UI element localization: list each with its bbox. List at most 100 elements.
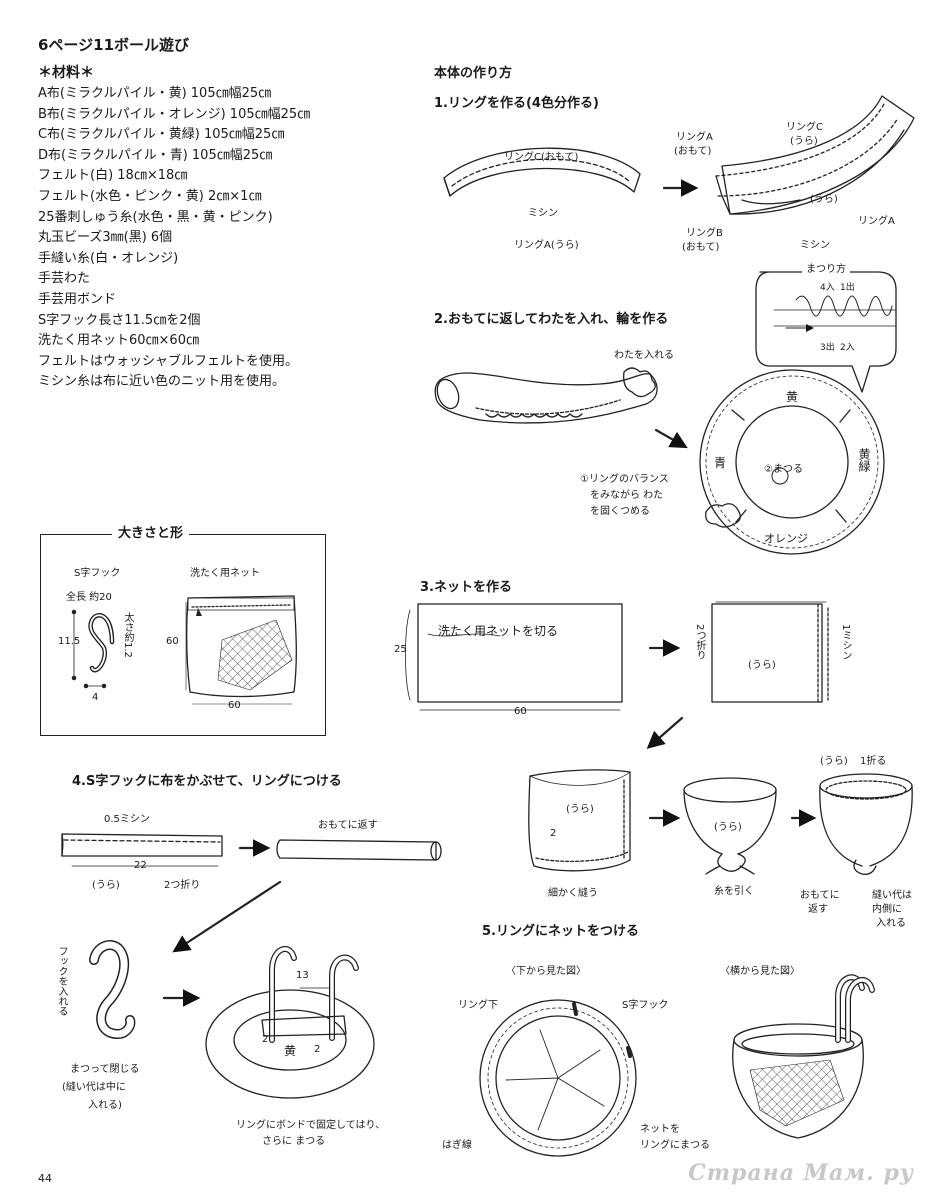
step3-gathered-bag bbox=[684, 778, 776, 874]
step5-net-to-ring-1: ネットを bbox=[640, 1124, 680, 1135]
step5-bottom-view: 〈下から見た図〉 bbox=[506, 966, 586, 977]
net-side-dimension: 60 bbox=[166, 636, 179, 647]
step4-yellow: 黄 bbox=[284, 1044, 297, 1058]
material-item: 25番刺しゅう糸(水色・黒・黄・ピンク) bbox=[38, 209, 273, 225]
step4-hooks-on-ring bbox=[206, 949, 374, 1098]
step3-allow-in-1: 縫い代は bbox=[872, 890, 912, 901]
step4-dim22: 22 bbox=[134, 860, 147, 871]
step4-turn-front: おもてに返す bbox=[318, 820, 378, 831]
step1-ring-assembly bbox=[716, 96, 914, 214]
step5-bottom-view bbox=[480, 1000, 636, 1156]
step4-dim13: 13 bbox=[296, 970, 309, 981]
stitch-out-3: 3出 bbox=[820, 343, 835, 353]
step5-seam: はぎ線 bbox=[442, 1140, 472, 1151]
step2-balance-2: をみながら わた bbox=[590, 490, 664, 501]
material-item: 洗たく用ネット60㎝×60㎝ bbox=[38, 333, 199, 349]
step4-fold2: 2つ折り bbox=[164, 880, 201, 891]
step3-folded-net bbox=[712, 602, 828, 702]
step2-arrow bbox=[656, 430, 688, 449]
step2-stuff-label: わたを入れる bbox=[614, 350, 674, 361]
material-item: フェルト(白) 18㎝×18㎝ bbox=[38, 168, 188, 184]
step5-net-to-ring-2: リングにまつる bbox=[640, 1140, 710, 1151]
s-hook-drawing bbox=[72, 610, 112, 687]
net-label: 洗たく用ネット bbox=[190, 568, 260, 579]
step1-ring-a-label: リングA bbox=[858, 216, 895, 227]
step3-gather-stitch: 細かく縫う bbox=[548, 888, 598, 899]
step4-dim2b: 2 bbox=[314, 1044, 321, 1055]
material-item: D布(ミラクルパイル・青) 105㎝幅25㎝ bbox=[38, 147, 273, 163]
step3-dim-60: 60 bbox=[514, 706, 527, 717]
step3-pull-thread: 糸を引く bbox=[714, 886, 754, 897]
step3-ura-gathered: (うら) bbox=[714, 822, 742, 833]
step2-ring-donut bbox=[700, 370, 884, 554]
step1-sewing-label: ミシン bbox=[528, 208, 558, 219]
page-title: 6ページ11ボール遊び bbox=[38, 36, 190, 54]
net-bottom-dimension: 60 bbox=[228, 700, 241, 711]
material-item: 丸玉ビーズ3㎜(黒) 6個 bbox=[38, 230, 173, 246]
step4-covered-hook bbox=[94, 945, 130, 1034]
step2-title: 2.おもてに返してわたを入れ、輪を作る bbox=[434, 312, 669, 327]
step3-turn-front-1: おもてに bbox=[800, 890, 840, 901]
size-and-shape-title: 大きさと形 bbox=[112, 522, 190, 541]
page-number: 44 bbox=[38, 1172, 52, 1185]
step1-ring-c-front: リングC(おもて) bbox=[504, 152, 579, 163]
material-item: 手芸わた bbox=[38, 271, 91, 287]
ring-yellow-green-label: 黄緑 bbox=[857, 448, 871, 472]
step1-ring-c-back-1: リングC bbox=[786, 122, 823, 133]
step3-allow-in-3: 入れる bbox=[876, 918, 906, 929]
step1-ring-c-back-2: (うら) bbox=[790, 136, 818, 147]
step4-glue-2: さらに まつる bbox=[262, 1136, 326, 1147]
material-item: フェルトはウォッシャブルフェルトを使用。 bbox=[38, 353, 299, 369]
step5-side-view bbox=[733, 977, 872, 1138]
stitch-in-4: 4入 bbox=[820, 283, 835, 293]
step2-balance-1: ①リングのバランス bbox=[580, 474, 669, 485]
step1-ring-a-front-1: リングA bbox=[676, 132, 713, 143]
step4-hook-in: フックを入れる bbox=[56, 946, 67, 1016]
hook-height-label: 11.5 bbox=[58, 636, 81, 647]
step1-sewing2-label: ミシン bbox=[800, 240, 830, 251]
material-item: 手芸用ボンド bbox=[38, 291, 117, 307]
step3-ura-tube: (うら) bbox=[566, 804, 594, 815]
step5-side-view: 〈横から見た図〉 bbox=[720, 966, 800, 977]
material-item: S字フック長さ11.5㎝を2個 bbox=[38, 312, 201, 328]
materials-section: ＊材料＊ A布(ミラクルパイル・黄) 105㎝幅25㎝ B布(ミラクルパイル・オ… bbox=[38, 62, 398, 393]
step3-title: 3.ネットを作る bbox=[420, 580, 512, 595]
material-item: フェルト(水色・ピンク・黄) 2㎝×1㎝ bbox=[38, 188, 262, 204]
step5-ring-bottom: リング下 bbox=[458, 1000, 498, 1011]
step3-num2: 2 bbox=[550, 828, 557, 839]
material-item: B布(ミラクルパイル・オレンジ) 105㎝幅25㎝ bbox=[38, 106, 311, 122]
step4-glue-1: リングにボンドで固定してはり、 bbox=[236, 1120, 386, 1131]
step4-fabric-strip bbox=[62, 834, 222, 866]
step4-close-3: 入れる) bbox=[88, 1100, 122, 1111]
step3-arrow-2 bbox=[646, 718, 682, 749]
method-heading: 本体の作り方 bbox=[434, 66, 513, 81]
material-item: ミシン糸は布に近い色のニット用を使用。 bbox=[38, 374, 286, 390]
step3-turn-front-2: 返す bbox=[808, 904, 828, 915]
step4-arrow-2 bbox=[172, 882, 280, 953]
stitch-method-title: まつり方 bbox=[802, 260, 850, 275]
step3-sewing1: 1ミシン bbox=[840, 624, 851, 661]
step1-ura-label: (うら) bbox=[810, 194, 838, 205]
material-item: A布(ミラクルパイル・黄) 105㎝幅25㎝ bbox=[38, 86, 272, 101]
materials-list: A布(ミラクルパイル・黄) 105㎝幅25㎝ B布(ミラクルパイル・オレンジ) … bbox=[38, 84, 398, 393]
hook-width-label: 4 bbox=[92, 692, 99, 703]
step3-finished-bag bbox=[820, 774, 912, 874]
step1-title: 1.リングを作る(4色分作る) bbox=[434, 96, 599, 111]
ring-blue-label: 青 bbox=[714, 456, 727, 470]
step1-ring-b-front-2: (おもて) bbox=[682, 242, 720, 253]
step3-allow-in-2: 内側に bbox=[872, 904, 902, 915]
watermark: Страна Мам. ру bbox=[688, 1160, 914, 1186]
step4-turned-tube bbox=[277, 840, 441, 860]
hook-thickness-label: 太さ約1.2 bbox=[122, 612, 133, 658]
step1-ring-c-piece bbox=[444, 148, 640, 198]
step2-balance-3: を固くつめる bbox=[590, 506, 650, 517]
step5-title: 5.リングにネットをつける bbox=[482, 924, 639, 939]
step2-sew-ring: ②まつる bbox=[764, 464, 803, 475]
materials-heading: ＊材料＊ bbox=[38, 65, 94, 81]
material-item: 手縫い糸(白・オレンジ) bbox=[38, 250, 179, 266]
step4-close-1: まつって閉じる bbox=[70, 1064, 140, 1075]
ring-orange-label: オレンジ bbox=[764, 532, 808, 545]
laundry-net-drawing bbox=[186, 596, 296, 704]
s-hook-label: S字フック bbox=[74, 568, 121, 579]
